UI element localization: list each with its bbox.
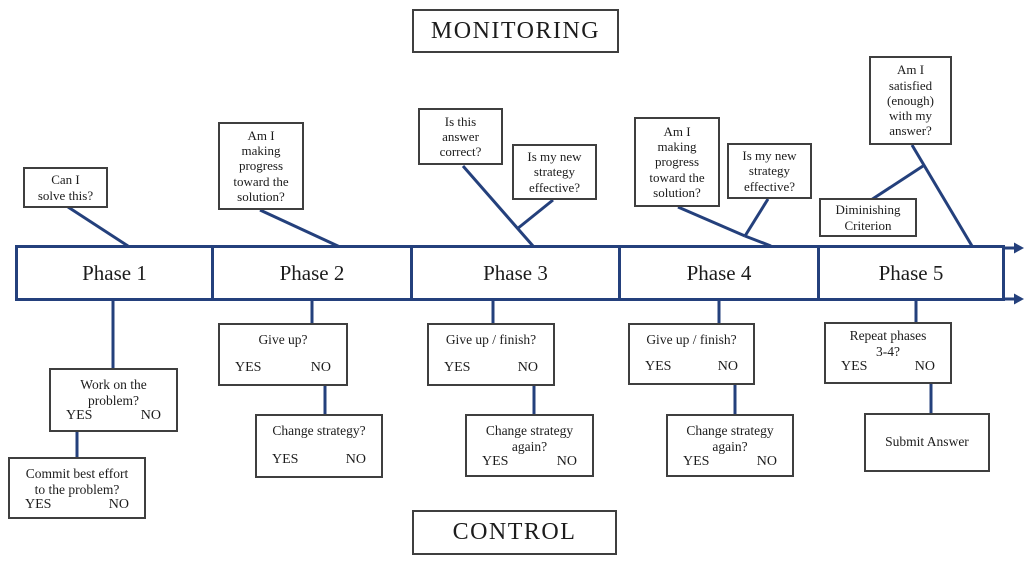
phase-5-cell: Phase 5 bbox=[820, 248, 1002, 298]
box-give-up-phase2-yes: YES bbox=[235, 359, 262, 375]
box-commit-best-effort-yes: YES bbox=[25, 497, 52, 513]
box-commit-best-effort-question: Commit best effort to the problem? bbox=[25, 466, 129, 497]
box-repeat-phases-3-4-no: NO bbox=[914, 359, 935, 375]
box-work-on-problem-no: NO bbox=[140, 408, 161, 424]
phase-5-label: Phase 5 bbox=[878, 260, 944, 285]
box-give-up-finish-phase3-yes: YES bbox=[444, 359, 471, 375]
phase-2-label: Phase 2 bbox=[279, 260, 345, 285]
phase-timeline: Phase 1 Phase 2 Phase 3 Phase 4 Phase 5 bbox=[15, 245, 1005, 301]
monitoring-title-box: MONITORING bbox=[412, 9, 619, 53]
box-can-i-solve-this-text: Can I solve this? bbox=[37, 172, 94, 203]
phase-1-cell: Phase 1 bbox=[18, 248, 214, 298]
box-change-strategy-again-p4-yes: YES bbox=[683, 454, 710, 470]
box-new-strategy-effective-p3: Is my new strategy effective? bbox=[512, 144, 597, 200]
box-give-up-phase2-question: Give up? bbox=[258, 332, 308, 347]
phase-2-cell: Phase 2 bbox=[214, 248, 413, 298]
box-satisfied-with-answer-text: Am I satisfied (enough) with my answer? bbox=[887, 62, 934, 139]
box-commit-best-effort-no: NO bbox=[108, 497, 129, 513]
box-repeat-phases-3-4-question: Repeat phases 3-4? bbox=[849, 328, 927, 359]
box-new-strategy-effective-p4-text: Is my new strategy effective? bbox=[742, 148, 797, 194]
box-change-strategy-phase2-question: Change strategy? bbox=[272, 423, 366, 438]
box-change-strategy-phase2-yes: YES bbox=[272, 451, 299, 467]
box-give-up-finish-phase4-question: Give up / finish? bbox=[646, 332, 737, 347]
box-change-strategy-again-p4-question: Change strategy again? bbox=[686, 423, 774, 454]
box-commit-best-effort: Commit best effort to the problem? YES N… bbox=[8, 457, 146, 519]
box-change-strategy-again-p4: Change strategy again? YES NO bbox=[666, 414, 794, 477]
monitoring-title-label: MONITORING bbox=[430, 17, 601, 44]
box-making-progress-phase4-text: Am I making progress toward the solution… bbox=[649, 123, 705, 200]
box-give-up-finish-phase3: Give up / finish? YES NO bbox=[427, 323, 555, 386]
box-work-on-problem-yes: YES bbox=[66, 408, 93, 424]
phase-3-label: Phase 3 bbox=[483, 260, 548, 285]
box-work-on-problem-question: Work on the problem? bbox=[80, 377, 147, 408]
box-new-strategy-effective-p4: Is my new strategy effective? bbox=[727, 143, 812, 199]
box-work-on-problem: Work on the problem? YES NO bbox=[49, 368, 178, 432]
control-title-box: CONTROL bbox=[412, 510, 617, 555]
box-diminishing-criterion: Diminishing Criterion bbox=[819, 198, 917, 237]
box-give-up-finish-phase3-question: Give up / finish? bbox=[445, 332, 537, 347]
phase-1-label: Phase 1 bbox=[82, 260, 147, 285]
box-repeat-phases-3-4: Repeat phases 3-4? YES NO bbox=[824, 322, 952, 384]
box-submit-answer: Submit Answer bbox=[864, 413, 990, 472]
phase-4-cell: Phase 4 bbox=[621, 248, 820, 298]
box-can-i-solve-this: Can I solve this? bbox=[23, 167, 108, 208]
box-give-up-finish-phase4-no: NO bbox=[717, 358, 738, 374]
box-give-up-finish-phase3-no: NO bbox=[517, 359, 538, 375]
box-change-strategy-phase2-no: NO bbox=[345, 451, 366, 467]
box-diminishing-criterion-text: Diminishing Criterion bbox=[835, 202, 901, 233]
box-change-strategy-again-p4-no: NO bbox=[756, 454, 777, 470]
box-give-up-phase2-no: NO bbox=[310, 359, 331, 375]
box-satisfied-with-answer: Am I satisfied (enough) with my answer? bbox=[869, 56, 952, 145]
box-is-answer-correct: Is this answer correct? bbox=[418, 108, 503, 165]
control-title-label: CONTROL bbox=[452, 519, 577, 545]
box-give-up-phase2: Give up? YES NO bbox=[218, 323, 348, 386]
box-change-strategy-phase2: Change strategy? YES NO bbox=[255, 414, 383, 478]
box-making-progress-phase2: Am I making progress toward the solution… bbox=[218, 122, 304, 210]
box-give-up-finish-phase4-yes: YES bbox=[645, 358, 672, 374]
box-change-strategy-again-p3-yes: YES bbox=[482, 454, 509, 470]
box-change-strategy-again-p3-question: Change strategy again? bbox=[485, 423, 574, 454]
box-making-progress-phase4: Am I making progress toward the solution… bbox=[634, 117, 720, 207]
phase-4-label: Phase 4 bbox=[686, 260, 752, 285]
box-submit-answer-text: Submit Answer bbox=[885, 434, 969, 450]
phase-3-cell: Phase 3 bbox=[413, 248, 621, 298]
box-making-progress-phase2-text: Am I making progress toward the solution… bbox=[233, 127, 289, 204]
timeline-arrowhead-icon bbox=[1014, 242, 1024, 305]
box-new-strategy-effective-p3-text: Is my new strategy effective? bbox=[527, 149, 582, 195]
box-give-up-finish-phase4: Give up / finish? YES NO bbox=[628, 323, 755, 385]
box-repeat-phases-3-4-yes: YES bbox=[841, 359, 868, 375]
box-change-strategy-again-p3-no: NO bbox=[556, 454, 577, 470]
box-is-answer-correct-text: Is this answer correct? bbox=[439, 113, 482, 160]
box-change-strategy-again-p3: Change strategy again? YES NO bbox=[465, 414, 594, 477]
